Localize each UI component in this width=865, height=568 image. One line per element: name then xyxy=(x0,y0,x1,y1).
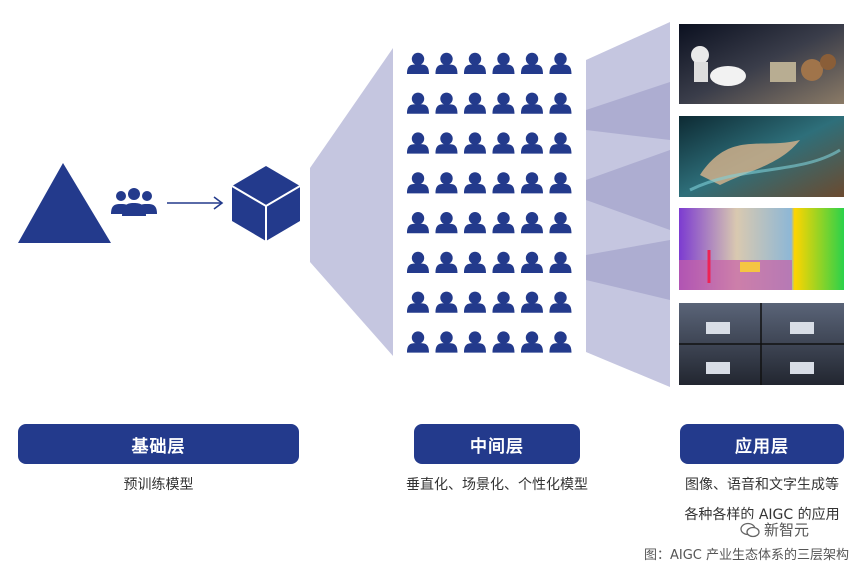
person-icon xyxy=(435,52,458,74)
person-icon xyxy=(521,291,543,313)
person-icon xyxy=(407,52,429,74)
person-icon xyxy=(492,92,515,114)
person-icon xyxy=(549,331,572,353)
person-icon xyxy=(549,212,572,234)
person-icon xyxy=(492,212,515,234)
person-icon xyxy=(492,291,515,313)
person-icon xyxy=(435,291,458,313)
caption-base: 预训练模型 xyxy=(123,477,194,493)
app-image-street-scene xyxy=(679,208,844,290)
person-icon xyxy=(521,251,543,273)
person-icon xyxy=(464,251,486,273)
person-icon xyxy=(407,331,429,353)
watermark: 新智元 xyxy=(740,519,810,540)
person-icon xyxy=(492,172,515,194)
person-icon xyxy=(407,291,429,313)
person-icon xyxy=(549,172,572,194)
person-icon xyxy=(549,291,572,313)
person-icon xyxy=(549,251,572,273)
person-icon xyxy=(492,251,515,273)
person-icon xyxy=(407,172,429,194)
person-icon xyxy=(464,291,486,313)
person-icon xyxy=(464,212,486,234)
arrow-right-icon xyxy=(167,196,224,210)
right-fan xyxy=(586,22,670,387)
left-funnel xyxy=(310,48,393,356)
person-icon xyxy=(549,92,572,114)
person-icon xyxy=(464,172,486,194)
person-icon xyxy=(464,52,486,74)
person-icon xyxy=(435,172,458,194)
caption-application-line-1: 图像、语音和文字生成等 xyxy=(685,477,839,493)
wechat-icon xyxy=(740,522,760,537)
app-image-underwater xyxy=(679,116,844,197)
layer-title-middle: 中间层 xyxy=(470,436,524,457)
person-icon xyxy=(549,52,572,74)
person-icon xyxy=(407,251,429,273)
person-icon xyxy=(407,92,429,114)
person-grid xyxy=(407,52,572,353)
person-icon xyxy=(464,132,486,154)
person-icon xyxy=(435,251,458,273)
person-icon xyxy=(492,132,515,154)
person-icon xyxy=(435,92,458,114)
cube-icon xyxy=(231,166,301,241)
triangle-icon xyxy=(18,163,111,243)
layer-pill-middle: 中间层 xyxy=(414,424,580,464)
person-icon xyxy=(549,132,572,154)
person-icon xyxy=(521,212,543,234)
person-icon xyxy=(492,331,515,353)
person-icon xyxy=(521,331,543,353)
caption-middle: 垂直化、场景化、个性化模型 xyxy=(406,477,588,493)
person-icon xyxy=(464,92,486,114)
layer-pill-application: 应用层 xyxy=(680,424,844,464)
app-image-astronaut xyxy=(679,24,844,104)
layer-title-base: 基础层 xyxy=(131,436,186,457)
person-icon xyxy=(521,52,543,74)
person-icon xyxy=(435,212,458,234)
app-image-driving-camera xyxy=(679,303,844,385)
person-icon xyxy=(407,212,429,234)
person-icon xyxy=(435,132,458,154)
person-icon xyxy=(521,172,543,194)
person-icon xyxy=(435,331,458,353)
person-icon xyxy=(407,132,429,154)
person-icon xyxy=(521,92,543,114)
layer-title-application: 应用层 xyxy=(735,436,789,457)
figure-caption: 图：AIGC 产业生态体系的三层架构 xyxy=(643,548,849,563)
person-icon xyxy=(464,331,486,353)
person-icon xyxy=(492,52,515,74)
person-icon xyxy=(521,132,543,154)
people-group-icon xyxy=(111,188,157,216)
watermark-text: 新智元 xyxy=(764,521,810,539)
layer-pill-base: 基础层 xyxy=(18,424,299,464)
